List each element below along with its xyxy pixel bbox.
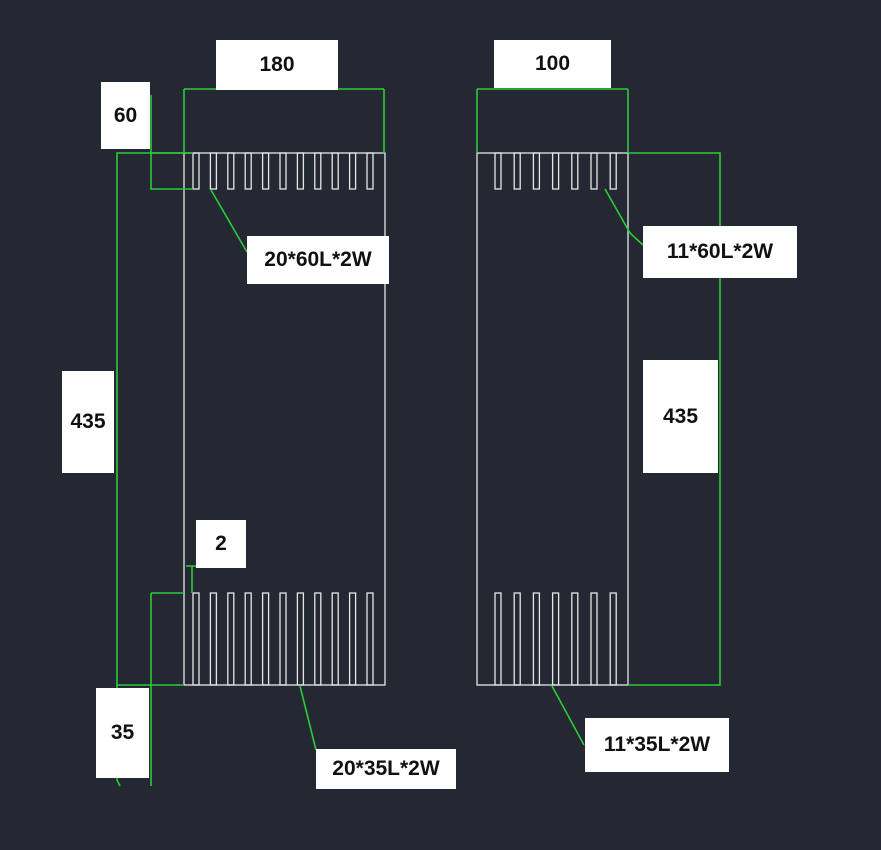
right-panel-bottom-slot xyxy=(571,592,579,686)
right-panel-top-slot xyxy=(551,152,560,190)
right-top-slots-note: 11*60L*2W xyxy=(643,226,797,278)
left-panel-bottom-slot xyxy=(296,592,305,686)
left-width-dimension: 180 xyxy=(216,40,338,90)
left-panel-top-slot xyxy=(244,152,252,190)
left-panel-bottom-slot xyxy=(331,592,339,686)
dimension-lines xyxy=(116,88,721,787)
right-panel-top-slot xyxy=(571,152,579,190)
left-panel-top-slot xyxy=(261,152,270,190)
right-panel-bottom-slot xyxy=(513,592,521,686)
left-panel-top-slot xyxy=(227,152,235,190)
left-panel-bottom-slot xyxy=(348,592,357,686)
left-panel-top-slot xyxy=(331,152,339,190)
right-bottom-slots-note: 11*35L*2W xyxy=(585,718,729,772)
right-panel-bottom-slot xyxy=(590,592,598,686)
left-panel-bottom-slot xyxy=(261,592,270,686)
right-height-dimension: 435 xyxy=(643,360,718,473)
left-panel-bottom-slot xyxy=(314,592,322,686)
right-panel-top-slot xyxy=(494,152,502,190)
left-panel-bottom-slot xyxy=(209,592,218,686)
left-panel-top-slot xyxy=(366,152,374,190)
left-panel-top-slot xyxy=(314,152,322,190)
right-height-dim xyxy=(628,152,721,686)
left-panel-top-slot xyxy=(209,152,218,190)
left-slot-width-dimension: 2 xyxy=(196,520,246,568)
right-panel-bottom-slot xyxy=(494,592,502,686)
right-bottom-note-leader xyxy=(551,685,585,746)
left-panel-top-slot xyxy=(296,152,305,190)
left-panel-top-slot xyxy=(192,152,200,190)
right-panel-bottom-slot xyxy=(532,592,541,686)
left-panel-top-slot xyxy=(279,152,287,190)
left-panel-bottom-slot xyxy=(244,592,252,686)
right-width-dimension: 100 xyxy=(494,40,611,88)
right-panel-top-slot xyxy=(609,152,617,190)
right-panel-top-slot xyxy=(590,152,598,190)
left-top-note-leader xyxy=(210,189,248,253)
left-panel-bottom-slot xyxy=(366,592,374,686)
left-panel-bottom-slot xyxy=(192,592,200,686)
left-bottom-slots-note: 20*35L*2W xyxy=(316,749,456,789)
part-outlines xyxy=(183,152,629,686)
left-panel-top-slot xyxy=(348,152,357,190)
right-panel-top-slot xyxy=(513,152,521,190)
left-height-dimension: 435 xyxy=(62,371,114,473)
right-panel-bottom-slot xyxy=(551,592,560,686)
left-panel-bottom-slot xyxy=(279,592,287,686)
right-top-note-leader xyxy=(604,188,644,246)
left-top-depth-dim xyxy=(150,95,193,190)
right-panel-bottom-slot xyxy=(609,592,617,686)
left-panel-bottom-slot xyxy=(227,592,235,686)
left-top-slot-depth-dimension: 60 xyxy=(101,82,150,149)
right-panel-top-slot xyxy=(532,152,541,190)
left-bottom-note-leader xyxy=(299,685,317,751)
left-bottom-slot-depth-dimension: 35 xyxy=(96,688,149,778)
left-panel-outline xyxy=(183,152,386,686)
left-top-slots-note: 20*60L*2W xyxy=(247,236,389,284)
